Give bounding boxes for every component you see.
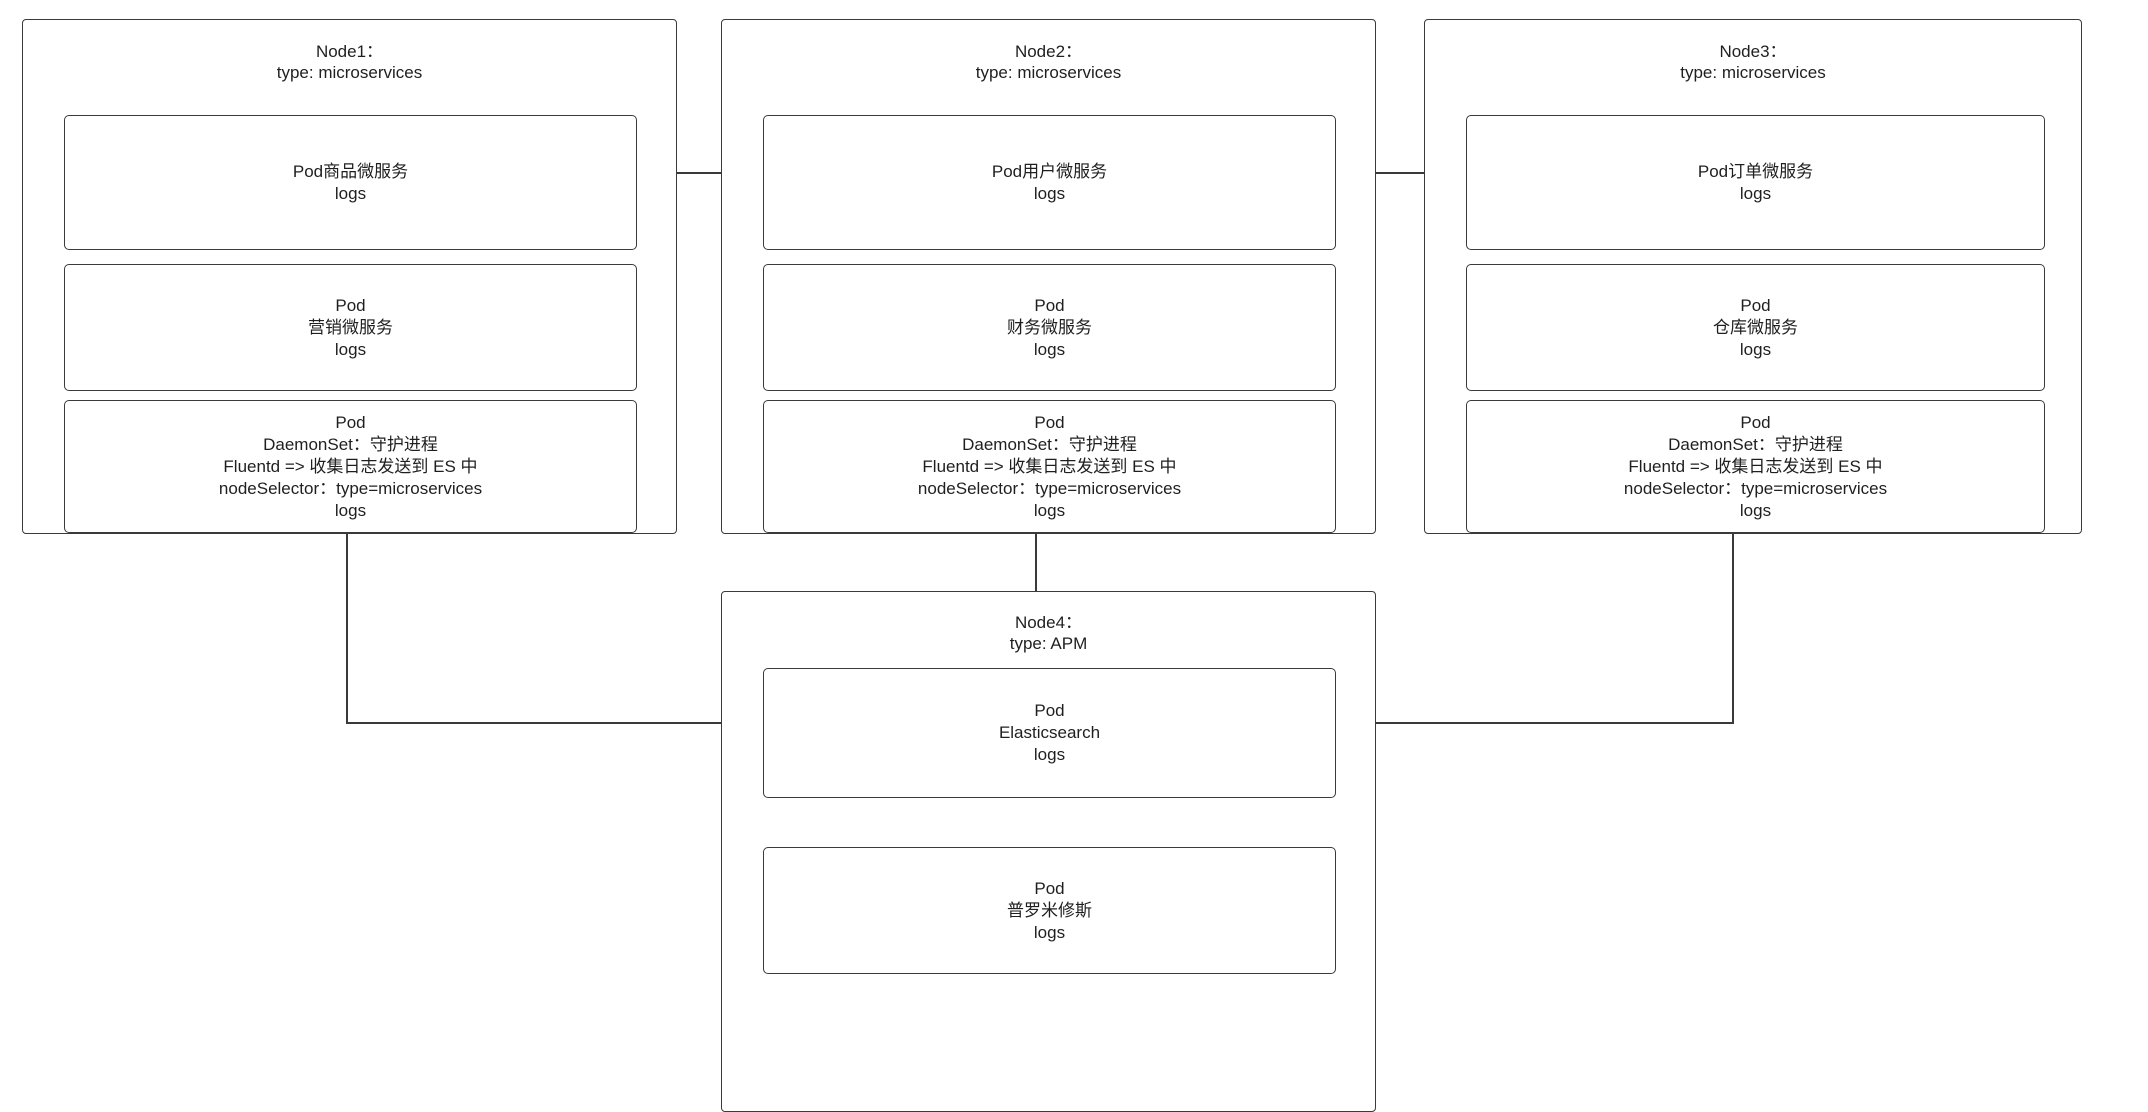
node3-pod-warehouse[interactable]: Pod 仓库微服务 logs	[1466, 264, 2045, 391]
node2-pod-finance-label: Pod 财务微服务 logs	[1007, 295, 1092, 359]
node4-pod-elasticsearch[interactable]: Pod Elasticsearch logs	[763, 668, 1336, 798]
node3-title: Node3： type: microservices	[1680, 42, 1826, 82]
node4-title: Node4： type: APM	[1009, 613, 1088, 653]
node1-pod-product[interactable]: Pod商品微服务 logs	[64, 115, 637, 250]
connector-node1-daemonset-to-elasticsearch	[346, 532, 744, 731]
node-container-node2[interactable]: Node2： type: microservices Pod用户微服务 logs…	[721, 19, 1376, 534]
node2-title: Node2： type: microservices	[975, 42, 1122, 82]
node2-pod-daemonset[interactable]: Pod DaemonSet：守护进程 Fluentd => 收集日志发送到 ES…	[763, 400, 1336, 533]
node2-pod-finance[interactable]: Pod 财务微服务 logs	[763, 264, 1336, 391]
node1-pod-marketing-label: Pod 营销微服务 logs	[308, 295, 393, 359]
node1-pod-daemonset-label: Pod DaemonSet：守护进程 Fluentd => 收集日志发送到 ES…	[218, 412, 483, 520]
node-container-node1[interactable]: Node1： type: microservices Pod商品微服务 logs…	[22, 19, 677, 534]
node3-pod-daemonset-label: Pod DaemonSet：守护进程 Fluentd => 收集日志发送到 ES…	[1623, 412, 1888, 520]
node3-pod-order-label: Pod订单微服务 logs	[1697, 161, 1814, 203]
node-container-node3[interactable]: Node3： type: microservices Pod订单微服务 logs…	[1424, 19, 2082, 534]
node3-pod-order[interactable]: Pod订单微服务 logs	[1466, 115, 2045, 250]
node4-pod-elasticsearch-label: Pod Elasticsearch logs	[998, 701, 1101, 764]
node1-pod-product-label: Pod商品微服务 logs	[292, 161, 409, 203]
node1-pod-daemonset[interactable]: Pod DaemonSet：守护进程 Fluentd => 收集日志发送到 ES…	[64, 400, 637, 533]
node3-pod-daemonset[interactable]: Pod DaemonSet：守护进程 Fluentd => 收集日志发送到 ES…	[1466, 400, 2045, 533]
node2-pod-user-label: Pod用户微服务 logs	[991, 161, 1108, 203]
node4-pod-prometheus[interactable]: Pod 普罗米修斯 logs	[763, 847, 1336, 974]
node-container-node4[interactable]: Node4： type: APM Pod Elasticsearch logs …	[721, 591, 1376, 1112]
node1-pod-marketing[interactable]: Pod 营销微服务 logs	[64, 264, 637, 391]
node2-pod-user[interactable]: Pod用户微服务 logs	[763, 115, 1336, 250]
connector-node3-daemonset-to-elasticsearch	[1348, 532, 1734, 731]
node3-pod-warehouse-label: Pod 仓库微服务 logs	[1713, 295, 1798, 359]
node4-pod-prometheus-label: Pod 普罗米修斯 logs	[1007, 878, 1092, 942]
node1-title: Node1： type: microservices	[276, 42, 423, 82]
node2-pod-daemonset-label: Pod DaemonSet：守护进程 Fluentd => 收集日志发送到 ES…	[917, 412, 1182, 520]
